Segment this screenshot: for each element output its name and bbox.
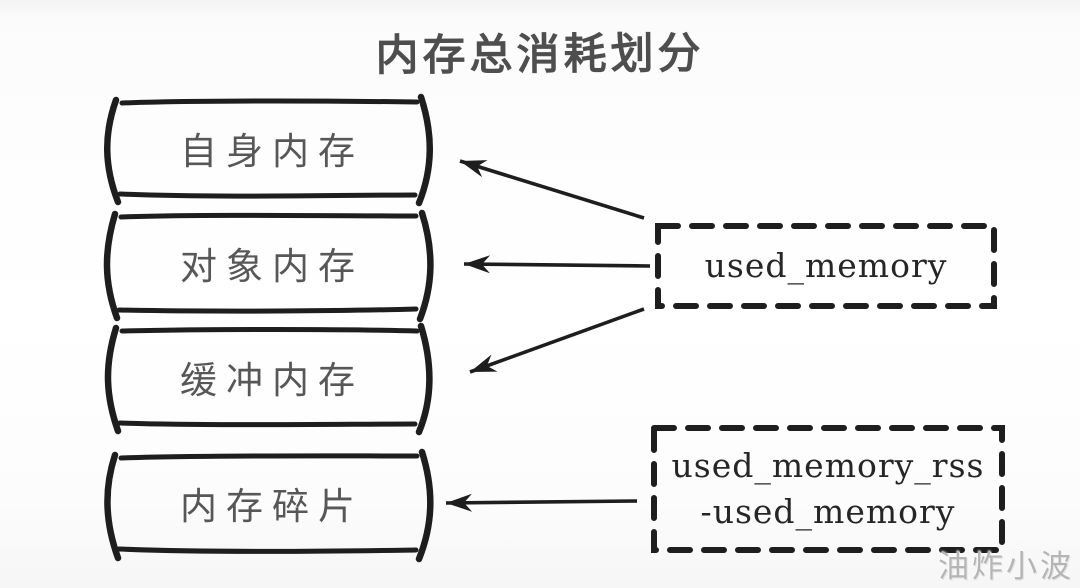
node-used-memory-rss-minus-used-memory: used_memory_rss -used_memory <box>646 420 1010 558</box>
node-label: 自身内存 <box>180 130 364 173</box>
arrow-used-memory-to-self-memory <box>459 159 645 220</box>
node-label-line2: -used_memory <box>700 492 956 531</box>
node-label: 缓冲内存 <box>180 359 364 402</box>
node-memory-fragmentation: 内存碎片 <box>95 447 440 563</box>
hand-box-frame <box>104 322 433 436</box>
node-label: 对象内存 <box>180 245 364 288</box>
watermark: 油炸小波 <box>938 549 1074 585</box>
dashed-box-frame <box>655 223 997 309</box>
node-buffer-memory: 缓冲内存 <box>95 321 440 437</box>
hand-box-frame <box>104 93 433 207</box>
dashed-box-frame <box>651 425 1005 553</box>
node-label-line1: used_memory_rss <box>671 446 985 485</box>
arrow-used-memory-to-buffer-memory <box>469 307 645 374</box>
arrow-used-memory-rss-to-memory-fragmentation <box>445 493 638 512</box>
hand-box-frame <box>104 448 434 563</box>
node-label: used_memory <box>704 246 948 285</box>
node-label: 内存碎片 <box>180 485 364 528</box>
arrow-used-memory-to-object-memory <box>463 255 651 274</box>
page-title: 内存总消耗划分 <box>375 28 705 82</box>
node-object-memory: 对象内存 <box>95 207 440 323</box>
hand-box-frame <box>103 209 434 323</box>
node-self-memory: 自身内存 <box>95 92 440 208</box>
node-used-memory: used_memory <box>650 218 1002 314</box>
